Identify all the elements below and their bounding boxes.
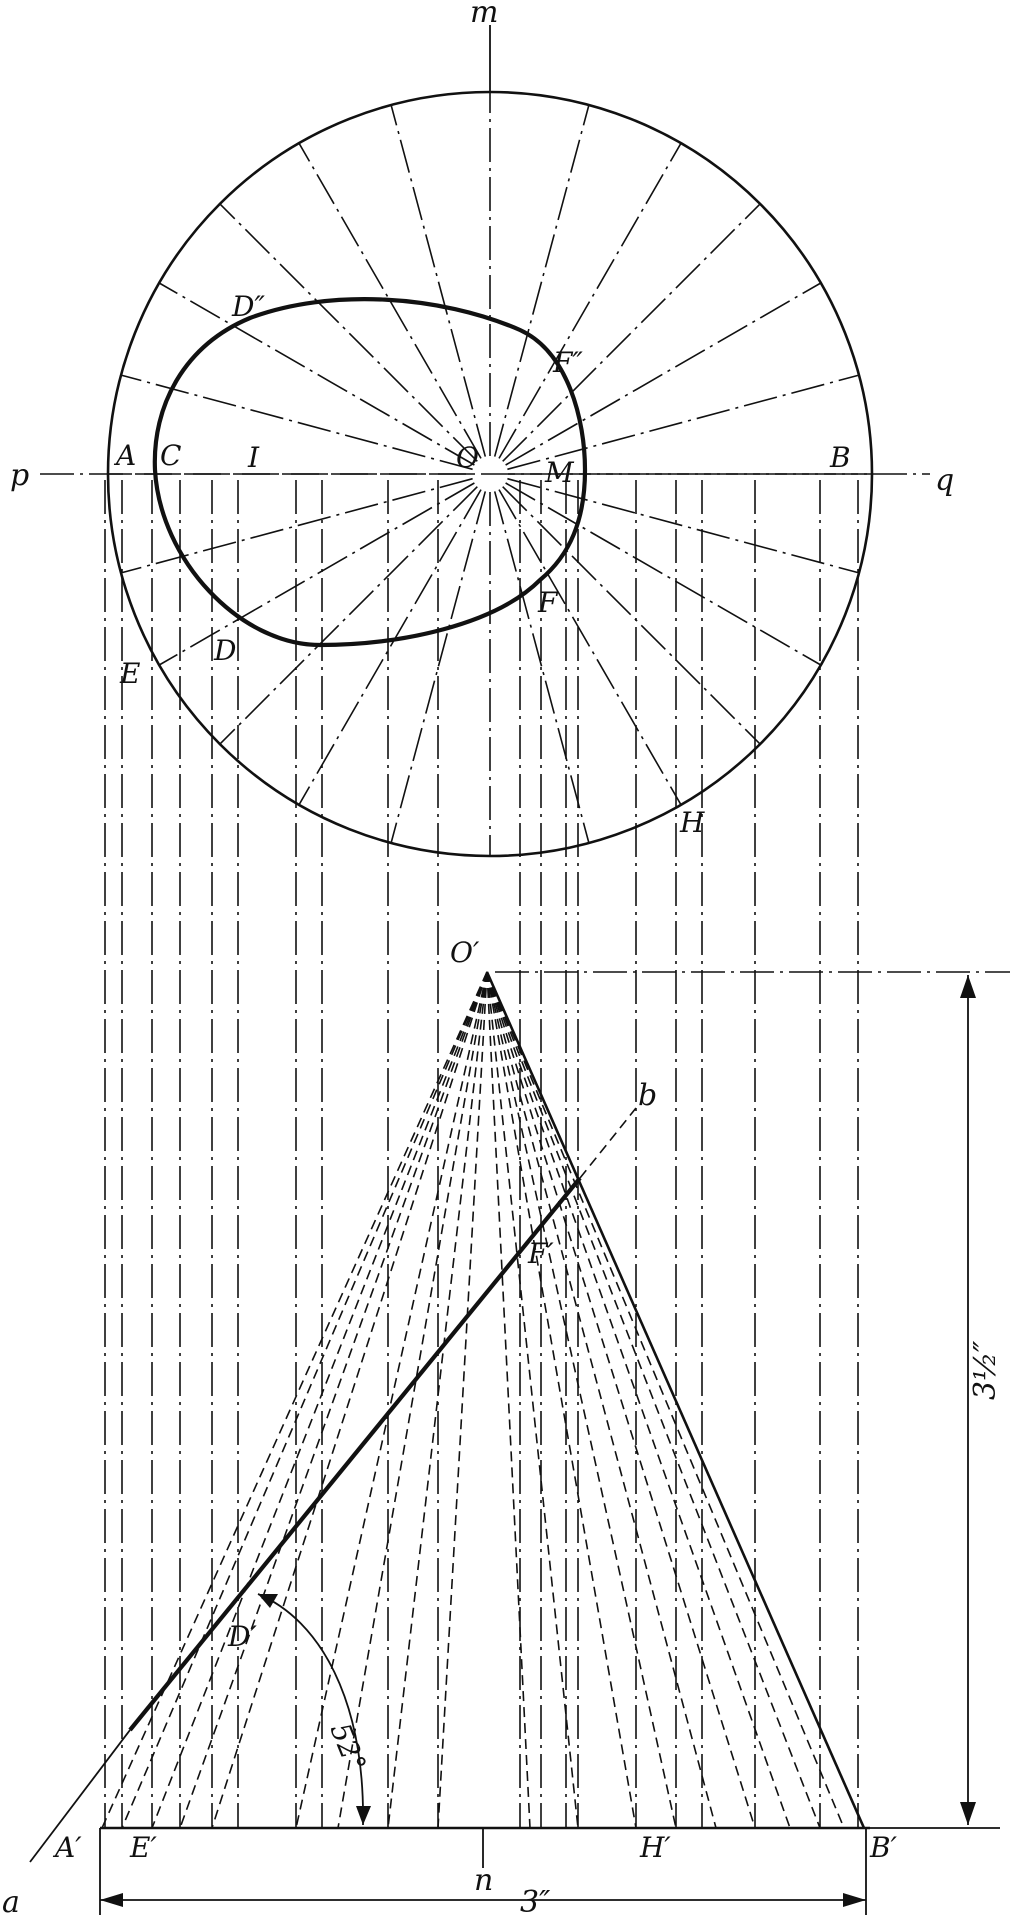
label-E: E (119, 657, 140, 690)
radial-line (498, 142, 682, 459)
elevation-view (29, 971, 1010, 1915)
radial-line (493, 104, 590, 457)
label-O: O (456, 441, 479, 474)
label-D: D (213, 634, 236, 667)
label-D1: D′ (227, 1620, 257, 1653)
cone-generator (486, 971, 531, 1829)
width-arrow-right (843, 1893, 866, 1907)
label-A1: A′ (52, 1831, 82, 1864)
width-arrow-left (100, 1893, 123, 1907)
height-dimension-label: 3½″ (968, 1340, 1003, 1400)
label-b: b (638, 1078, 657, 1113)
cone-generator (121, 971, 488, 1829)
label-F2: F″ (552, 346, 583, 379)
radial-line (298, 489, 482, 806)
radial-line (120, 374, 473, 471)
label-H: H (679, 806, 705, 839)
label-q: q (935, 463, 954, 498)
cone-generator (486, 971, 821, 1829)
height-arrow-bottom (960, 1802, 976, 1825)
plane-extension-lower (29, 1729, 131, 1863)
plan-view (40, 25, 930, 858)
cone-generator (486, 971, 845, 1829)
label-I: I (247, 441, 260, 474)
radial-elements (108, 92, 872, 856)
projector-lines (104, 480, 859, 1828)
label-M: M (544, 456, 575, 489)
cone-right-edge (485, 971, 866, 1829)
height-arrow-top (960, 975, 976, 998)
label-p: p (10, 458, 29, 493)
cone-generator (486, 971, 756, 1829)
label-B1: B′ (869, 1831, 898, 1864)
label-E1: E′ (129, 1831, 157, 1864)
radial-line (505, 282, 822, 466)
angle-arrow-bottom (356, 1806, 371, 1825)
radial-line (390, 491, 487, 844)
radial-line (502, 486, 761, 745)
label-H1: H′ (639, 1831, 671, 1864)
radial-line (505, 482, 822, 666)
cone-generator (486, 971, 637, 1829)
label-C: C (160, 439, 181, 472)
cone-generators (121, 971, 845, 1829)
cone-generator (337, 971, 488, 1829)
radial-line (298, 142, 482, 459)
cone-generator (486, 971, 717, 1829)
angle-arc (257, 1593, 364, 1826)
label-n: n (474, 1863, 493, 1898)
label-O1: O′ (450, 936, 480, 969)
cone-generator (486, 971, 791, 1829)
angle-label: 52° (324, 1718, 373, 1776)
radial-line (507, 374, 860, 471)
cone-generator (295, 971, 488, 1829)
section-plane-ab (128, 1176, 582, 1732)
radial-line (219, 486, 478, 745)
cone-generator (211, 971, 488, 1829)
width-dimension-label: 3″ (520, 1885, 551, 1920)
radial-line (493, 491, 590, 844)
angle-arrow-top (258, 1594, 278, 1608)
label-A: A (113, 439, 136, 472)
label-D2: D″ (231, 290, 265, 323)
radial-line (158, 482, 475, 666)
label-m: m (470, 0, 498, 30)
plane-extension-upper (579, 1107, 637, 1179)
radial-line (498, 489, 682, 806)
cone-generator (179, 971, 488, 1829)
section-ellipse (152, 297, 588, 648)
cone-generator (151, 971, 488, 1829)
label-a: a (2, 1885, 20, 1920)
radial-line (502, 203, 761, 462)
label-F: F (537, 586, 559, 619)
radial-line (390, 104, 487, 457)
label-B: B (829, 441, 851, 474)
radial-line (219, 203, 478, 462)
cone-left-edge (101, 971, 488, 1829)
label-F1: F′ (527, 1237, 554, 1270)
cone-generator (486, 971, 677, 1829)
radial-line (158, 282, 475, 466)
